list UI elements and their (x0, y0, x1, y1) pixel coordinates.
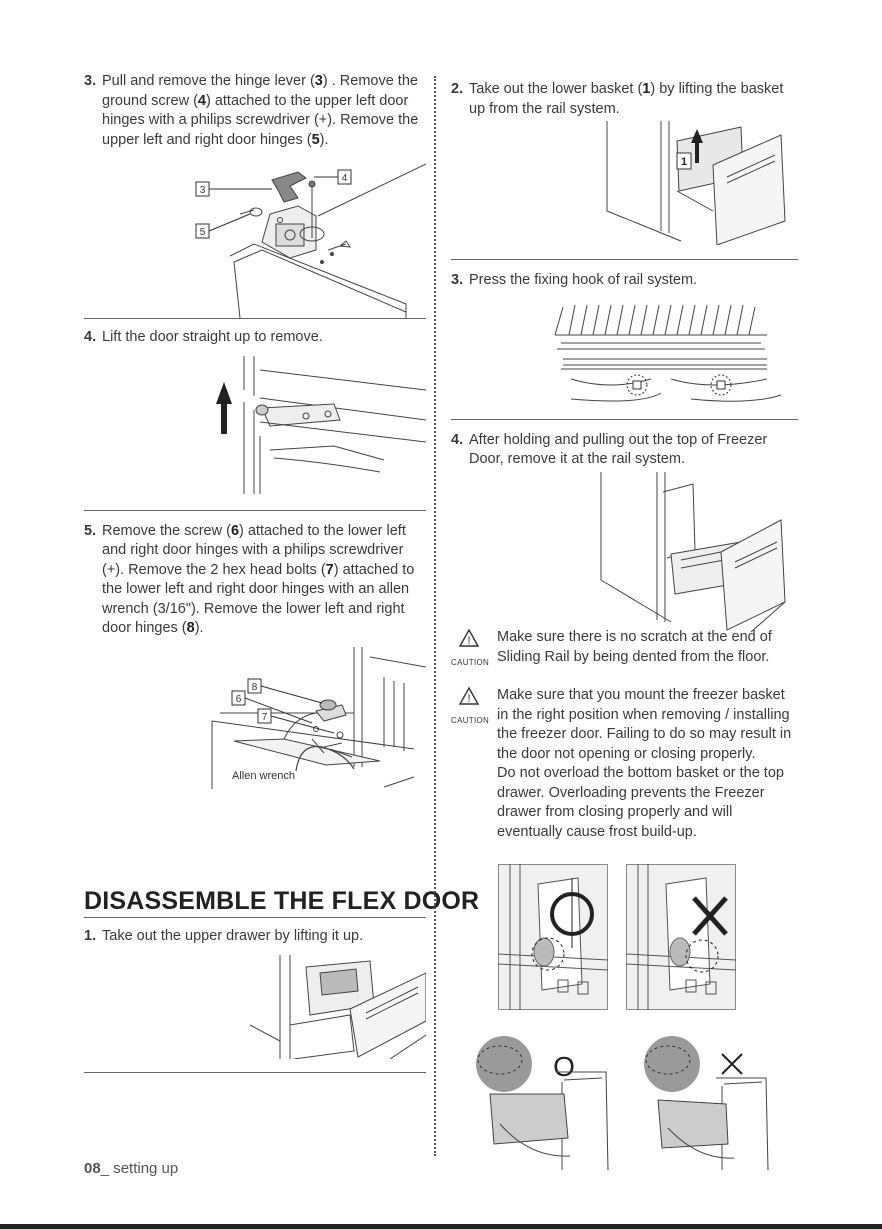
svg-text:!: ! (467, 635, 470, 647)
allen-wrench-label: Allen wrench (232, 770, 295, 782)
correct-mount-illustration (498, 864, 608, 1010)
caution-text: Make sure that you mount the freezer bas… (497, 687, 792, 762)
page-number: 08 (84, 1160, 101, 1177)
section-name: _ setting up (100, 1160, 179, 1177)
callout-6: 6 (236, 694, 242, 705)
lower-basket-illustration: 1 (451, 121, 798, 245)
divider (84, 509, 426, 511)
incorrect-door-illustration (638, 1028, 788, 1170)
svg-text:O: O (553, 1051, 575, 1082)
svg-text:!: ! (467, 693, 470, 705)
column-divider (434, 76, 436, 1156)
section-title: DISASSEMBLE THE FLEX DOOR (84, 887, 480, 915)
divider (451, 418, 798, 420)
right-step-2: 2. Take out the lower basket (1) by lift… (451, 81, 784, 117)
section-title-rule (84, 917, 426, 918)
lift-door-illustration (84, 350, 426, 494)
rail-hook-illustration (451, 295, 798, 413)
upper-hinge-illustration: 3 4 5 (84, 154, 426, 318)
flex-step-1: 1. Take out the upper drawer by lifting … (84, 927, 444, 947)
caution-icon: ! CAUTION (451, 628, 490, 672)
left-step-4: 4. Lift the door straight up to remove. (84, 328, 426, 348)
caution-2: ! CAUTION Make sure that you mount the f… (451, 686, 798, 866)
right-step-4: 4. After holding and pulling out the top… (451, 431, 768, 468)
divider (84, 1072, 426, 1073)
callout-3: 3 (200, 185, 206, 196)
divider (84, 318, 426, 319)
step-number: 5. (84, 522, 97, 539)
incorrect-mount-illustration (626, 864, 736, 1010)
left-column: 3. Pull and remove the hinge lever (3) .… (84, 72, 426, 789)
step-number: 4. (84, 329, 97, 345)
lower-hinge-illustration: 8 6 7 Allen wrench (84, 646, 426, 789)
divider (451, 259, 798, 260)
caution-label: CAUTION (451, 657, 490, 667)
callout-5: 5 (200, 227, 206, 238)
step-number: 1. (84, 928, 97, 944)
left-step-3: 3. Pull and remove the hinge lever (3) .… (84, 73, 419, 148)
freezer-door-illustration (451, 471, 798, 632)
caution-1: ! CAUTION Make sure there is no scratch … (451, 628, 798, 672)
page-footer: 08_ setting up (84, 1160, 178, 1177)
caution-icon: ! CAUTION (451, 686, 490, 730)
callout-7: 7 (262, 712, 268, 723)
bottom-rule (0, 1224, 882, 1229)
caution-text: Make sure there is no scratch at the end… (497, 629, 772, 665)
step-number: 3. (84, 73, 97, 89)
left-step-5: 5. Remove the screw (6) attached to the … (84, 522, 415, 637)
step-number: 3. (451, 272, 464, 288)
caution-text: Do not overload the bottom basket or the… (497, 765, 784, 840)
callout-4: 4 (342, 173, 348, 184)
callout-1: 1 (681, 156, 687, 168)
callout-8: 8 (252, 682, 258, 693)
caution-label: CAUTION (451, 715, 490, 725)
right-column: 2. Take out the lower basket (1) by lift… (451, 80, 798, 632)
step-number: 2. (451, 81, 464, 97)
upper-drawer-illustration (250, 955, 426, 1059)
step-number: 4. (451, 431, 464, 448)
right-step-3: 3. Press the fixing hook of rail system. (451, 271, 798, 291)
correct-door-illustration: O (470, 1028, 620, 1170)
